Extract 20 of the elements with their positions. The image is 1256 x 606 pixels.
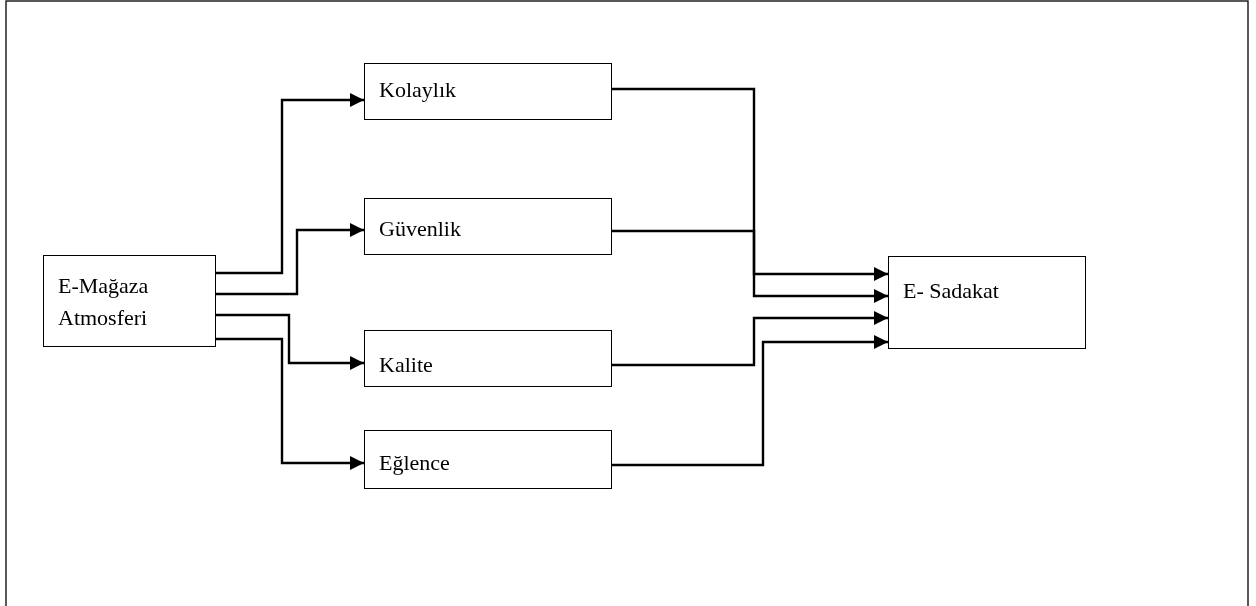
process-box [43, 255, 216, 347]
box-label: Eğlence [379, 449, 450, 477]
box-label: E-Mağaza Atmosferi [58, 272, 150, 332]
arrow [612, 87, 888, 282]
arrow [216, 313, 364, 371]
arrow [216, 92, 364, 275]
box-label: Kolaylık [379, 76, 456, 104]
arrow [216, 337, 364, 471]
box-label: Kalite [379, 351, 433, 379]
arrow [612, 310, 888, 367]
process-box [364, 430, 612, 489]
process-box [364, 330, 612, 387]
arrow [612, 229, 888, 304]
arrow [216, 222, 364, 296]
arrow [612, 334, 888, 467]
process-box [888, 256, 1086, 349]
box-label: Güvenlik [379, 215, 461, 243]
process-box [364, 63, 612, 120]
box-label: E- Sadakat [903, 277, 999, 305]
process-box [364, 198, 612, 255]
